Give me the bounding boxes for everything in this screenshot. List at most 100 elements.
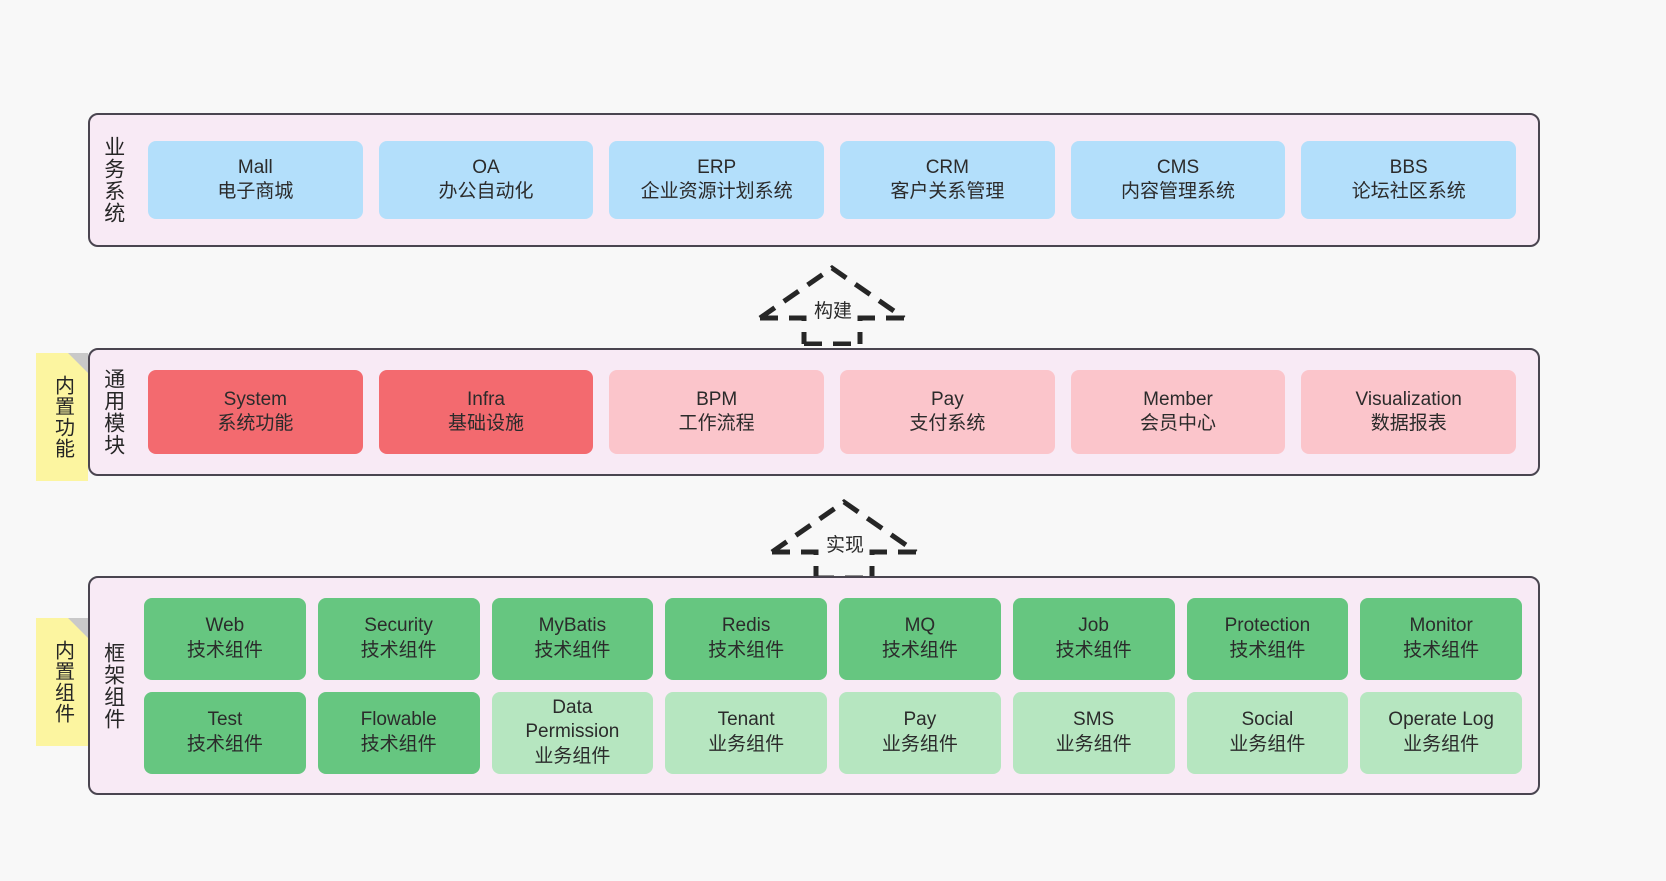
card-column: System 系统功能 bbox=[140, 370, 371, 454]
card-title: MQ bbox=[904, 615, 936, 637]
card-title: Mall bbox=[237, 156, 273, 178]
card-column: Member 会员中心 bbox=[1063, 370, 1294, 454]
card-oa[interactable]: OA 办公自动化 bbox=[378, 141, 594, 219]
card-title: Web bbox=[205, 615, 245, 637]
card-system[interactable]: System 系统功能 bbox=[148, 370, 363, 454]
card-erp[interactable]: ERP 企业资源计划系统 bbox=[609, 141, 825, 219]
card-title: Tenant bbox=[717, 709, 775, 731]
card-subtitle: 技术组件 bbox=[186, 733, 263, 755]
arrow-build-icon bbox=[758, 264, 906, 346]
card-bpm[interactable]: BPM 工作流程 bbox=[609, 370, 825, 454]
card-title: Pay bbox=[903, 709, 937, 731]
arrow-build: 构建 bbox=[752, 258, 912, 346]
card-subtitle: 客户关系管理 bbox=[890, 181, 1005, 202]
card-monitor[interactable]: Monitor 技术组件 bbox=[1360, 597, 1522, 680]
card-redis[interactable]: Redis 技术组件 bbox=[665, 597, 827, 680]
card-title: Operate Log bbox=[1388, 709, 1494, 731]
card-subtitle: 系统功能 bbox=[217, 413, 294, 434]
card-title: Data Permission bbox=[525, 697, 620, 743]
card-column: CMS 内容管理系统 bbox=[1063, 141, 1294, 219]
card-bbs[interactable]: BBS 论坛社区系统 bbox=[1301, 141, 1517, 219]
sticky-note-builtin-component[interactable]: 内置组件 bbox=[36, 618, 88, 746]
card-title: BBS bbox=[1389, 156, 1428, 178]
card-column: Redis 技术组件 Tenant 业务组件 bbox=[659, 597, 833, 774]
card-crm[interactable]: CRM 客户关系管理 bbox=[840, 141, 1055, 219]
card-test[interactable]: Test 技术组件 bbox=[144, 691, 306, 774]
card-column: CRM 客户关系管理 bbox=[832, 141, 1063, 219]
card-title: Protection bbox=[1224, 615, 1311, 637]
card-subtitle: 技术组件 bbox=[881, 639, 958, 661]
card-subtitle: 业务组件 bbox=[708, 733, 785, 755]
card-subtitle: 技术组件 bbox=[360, 733, 437, 755]
card-job[interactable]: Job 技术组件 bbox=[1012, 597, 1175, 680]
framework-component-section: 框架组件 Web 技术组件 Test 技术组件 Security 技术组件 F bbox=[88, 576, 1540, 795]
card-tenant[interactable]: Tenant 业务组件 bbox=[665, 691, 827, 774]
card-title: Job bbox=[1078, 615, 1109, 637]
card-flowable[interactable]: Flowable 技术组件 bbox=[317, 691, 480, 774]
card-title: ERP bbox=[697, 156, 737, 178]
card-title: SMS bbox=[1073, 709, 1115, 731]
card-title: Pay bbox=[930, 388, 964, 410]
card-member[interactable]: Member 会员中心 bbox=[1070, 370, 1286, 454]
card-subtitle: 论坛社区系统 bbox=[1351, 181, 1466, 202]
card-subtitle: 支付系统 bbox=[909, 413, 986, 434]
business-system-section: 业务系统 Mall 电子商城 OA 办公自动化 ERP 企业资源计划系统 bbox=[88, 113, 1540, 247]
card-subtitle: 电子商城 bbox=[217, 181, 294, 202]
card-column: OA 办公自动化 bbox=[371, 141, 602, 219]
card-title: MyBatis bbox=[538, 615, 607, 637]
card-title: Security bbox=[364, 615, 433, 637]
card-data-permission[interactable]: Data Permission 业务组件 bbox=[491, 691, 654, 774]
card-column: Infra 基础设施 bbox=[371, 370, 602, 454]
sticky-note-builtin-function[interactable]: 内置功能 bbox=[36, 353, 88, 481]
card-title: Monitor bbox=[1409, 615, 1473, 637]
card-subtitle: 技术组件 bbox=[1229, 639, 1306, 661]
card-subtitle: 企业资源计划系统 bbox=[640, 181, 793, 202]
card-subtitle: 内容管理系统 bbox=[1121, 181, 1236, 202]
card-protection[interactable]: Protection 技术组件 bbox=[1186, 597, 1349, 680]
arrow-implement: 实现 bbox=[764, 492, 924, 580]
card-infra[interactable]: Infra 基础设施 bbox=[378, 370, 594, 454]
card-security[interactable]: Security 技术组件 bbox=[317, 597, 480, 680]
card-column: MyBatis 技术组件 Data Permission 业务组件 bbox=[486, 597, 660, 774]
card-column: Monitor 技术组件 Operate Log 业务组件 bbox=[1354, 597, 1528, 774]
business-system-card-list: Mall 电子商城 OA 办公自动化 ERP 企业资源计划系统 CRM bbox=[136, 115, 1538, 245]
card-title: BPM bbox=[696, 388, 738, 410]
framework-component-card-grid: Web 技术组件 Test 技术组件 Security 技术组件 Flowabl… bbox=[136, 578, 1538, 793]
card-column: Security 技术组件 Flowable 技术组件 bbox=[312, 597, 486, 774]
card-column: Mall 电子商城 bbox=[140, 141, 371, 219]
card-cms[interactable]: CMS 内容管理系统 bbox=[1070, 141, 1286, 219]
card-subtitle: 业务组件 bbox=[534, 745, 611, 767]
card-mq[interactable]: MQ 技术组件 bbox=[839, 597, 1001, 680]
card-title: Infra bbox=[466, 388, 506, 410]
card-subtitle: 会员中心 bbox=[1140, 413, 1217, 434]
card-column: MQ 技术组件 Pay 业务组件 bbox=[833, 597, 1007, 774]
card-column: ERP 企业资源计划系统 bbox=[601, 141, 832, 219]
card-column: Job 技术组件 SMS 业务组件 bbox=[1007, 597, 1181, 774]
card-mall[interactable]: Mall 电子商城 bbox=[148, 141, 363, 219]
general-module-label: 通用模块 bbox=[101, 368, 125, 456]
card-social[interactable]: Social 业务组件 bbox=[1186, 691, 1349, 774]
general-module-card-list: System 系统功能 Infra 基础设施 BPM 工作流程 Pay bbox=[136, 350, 1538, 474]
card-title: CRM bbox=[925, 156, 969, 178]
card-subtitle: 技术组件 bbox=[1403, 639, 1480, 661]
card-pay-business[interactable]: Pay 业务组件 bbox=[839, 691, 1001, 774]
card-subtitle: 技术组件 bbox=[186, 639, 263, 661]
card-sms[interactable]: SMS 业务组件 bbox=[1012, 691, 1175, 774]
card-column: Pay 支付系统 bbox=[832, 370, 1063, 454]
card-subtitle: 办公自动化 bbox=[438, 181, 534, 202]
framework-component-label: 框架组件 bbox=[101, 641, 125, 730]
card-title: System bbox=[223, 388, 288, 410]
arrow-implement-label: 实现 bbox=[826, 535, 865, 556]
card-column: Protection 技术组件 Social 业务组件 bbox=[1181, 597, 1355, 774]
card-subtitle: 技术组件 bbox=[360, 639, 437, 661]
card-visualization[interactable]: Visualization 数据报表 bbox=[1301, 370, 1517, 454]
card-title: Test bbox=[207, 709, 243, 731]
card-web[interactable]: Web 技术组件 bbox=[144, 597, 306, 680]
card-subtitle: 业务组件 bbox=[881, 733, 958, 755]
arrow-build-label: 构建 bbox=[814, 301, 853, 322]
general-module-section: 通用模块 System 系统功能 Infra 基础设施 BPM 工作流程 bbox=[88, 348, 1540, 476]
card-subtitle: 技术组件 bbox=[708, 639, 785, 661]
card-pay[interactable]: Pay 支付系统 bbox=[840, 370, 1055, 454]
card-operate-log[interactable]: Operate Log 业务组件 bbox=[1360, 691, 1522, 774]
card-mybatis[interactable]: MyBatis 技术组件 bbox=[491, 597, 654, 680]
